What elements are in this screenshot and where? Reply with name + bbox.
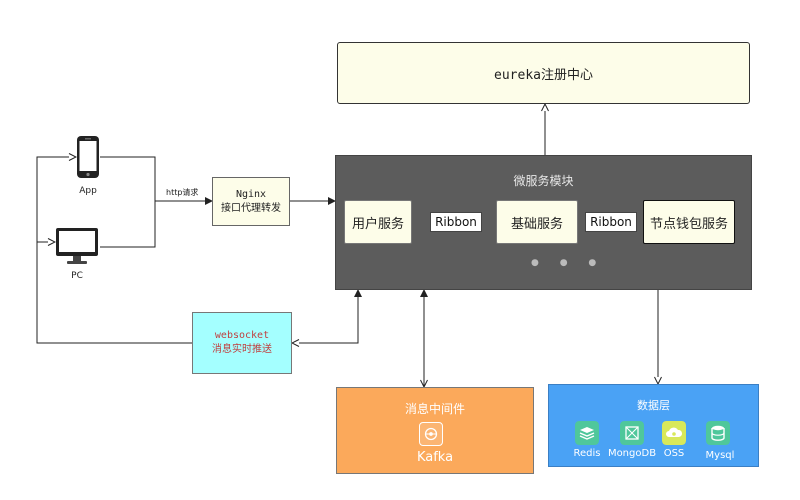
message-queue-title: 消息中间件 — [404, 402, 465, 416]
monitor-icon — [56, 228, 98, 264]
mysql-label: Mysql — [705, 450, 735, 461]
eureka-registry-box[interactable]: eureka注册中心 — [337, 42, 750, 104]
user-service-box[interactable]: 用户服务 — [344, 200, 412, 244]
phone-icon — [77, 136, 99, 178]
mysql-database-icon — [706, 421, 730, 445]
user-service-label: 用户服务 — [351, 216, 404, 232]
http-edge-label: http请求 — [166, 188, 199, 197]
data-layer-title: 数据层 — [637, 399, 670, 412]
ribbon-label-right: Ribbon — [585, 212, 637, 232]
websocket-push-box[interactable]: websocket 消息实时推送 — [192, 312, 292, 374]
node-wallet-service-box[interactable]: 节点钱包服务 — [643, 200, 735, 244]
more-services-ellipsis: ● ● ● — [531, 258, 606, 268]
kafka-label: Kafka — [416, 450, 454, 465]
node-wallet-service-label: 节点钱包服务 — [649, 216, 728, 232]
nginx-proxy-box[interactable]: Nginx 接口代理转发 — [212, 177, 290, 226]
websocket-title: websocket — [214, 330, 270, 341]
base-service-label: 基础服务 — [510, 216, 563, 232]
websocket-subtitle: 消息实时推送 — [212, 344, 272, 355]
nginx-title: Nginx — [235, 188, 267, 200]
microservice-module-title: 微服务模块 — [513, 174, 574, 188]
oss-cloud-icon — [662, 421, 686, 445]
oss-label: OSS — [663, 448, 685, 459]
kafka-icon — [419, 422, 443, 446]
redis-label: Redis — [573, 448, 601, 459]
mongodb-label: MongoDB — [607, 448, 657, 459]
app-label: App — [79, 186, 97, 196]
redis-icon — [575, 421, 599, 445]
mongodb-icon — [620, 421, 644, 445]
pc-label: PC — [71, 271, 83, 281]
eureka-label: eureka注册中心 — [494, 67, 593, 83]
ribbon-label-left: Ribbon — [430, 212, 482, 232]
nginx-subtitle: 接口代理转发 — [221, 202, 281, 214]
base-service-box[interactable]: 基础服务 — [496, 200, 578, 244]
